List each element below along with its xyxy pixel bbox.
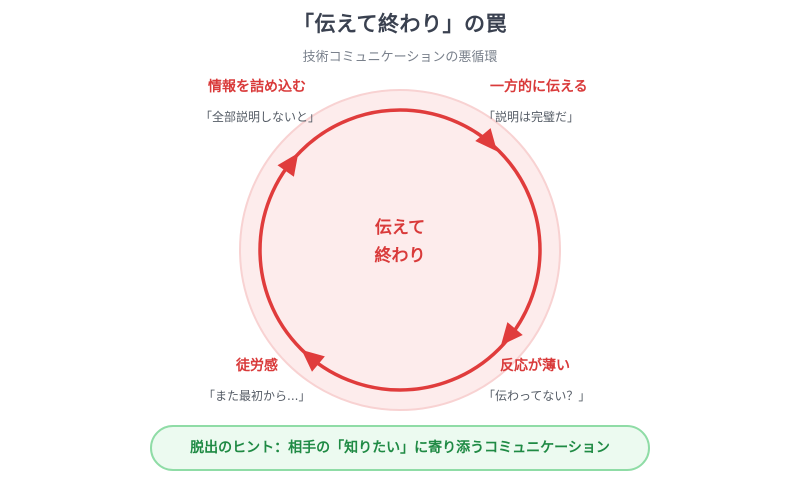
step-label-fatigue: 徒労感	[236, 358, 278, 374]
cycle-arrow-top-left	[277, 152, 299, 177]
step-quote-weak-response: 「伝わってない？」	[483, 389, 591, 403]
cycle-ring	[258, 108, 542, 392]
step-quote-one-way: 「説明は完璧だ」	[483, 110, 580, 124]
page-title: 「伝えて終わり」の罠	[293, 12, 507, 36]
step-quote-fatigue: 「また最初から...」	[203, 389, 311, 403]
step-label-weak-response: 反応が薄い	[500, 358, 570, 374]
step-label-cram-info: 情報を詰め込む	[208, 79, 306, 95]
step-quote-cram-info: 「全部説明しないと」	[200, 110, 321, 124]
page-subtitle: 技術コミュニケーションの悪循環	[302, 50, 498, 65]
escape-hint-box: 脱出のヒント：相手の「知りたい」に寄り添うコミュニケーション	[150, 425, 650, 471]
cycle-arrow-bottom-left	[301, 349, 325, 372]
cycle-center-label: 伝えて 終わり	[330, 214, 470, 270]
cycle-arrow-bottom-right	[500, 322, 523, 346]
cycle-halo	[239, 89, 561, 411]
step-label-one-way: 一方的に伝える	[490, 79, 588, 95]
cycle-arrow-top-right	[475, 128, 498, 152]
center-line-1: 伝えて	[374, 218, 426, 238]
center-line-2: 終わり	[374, 246, 426, 266]
